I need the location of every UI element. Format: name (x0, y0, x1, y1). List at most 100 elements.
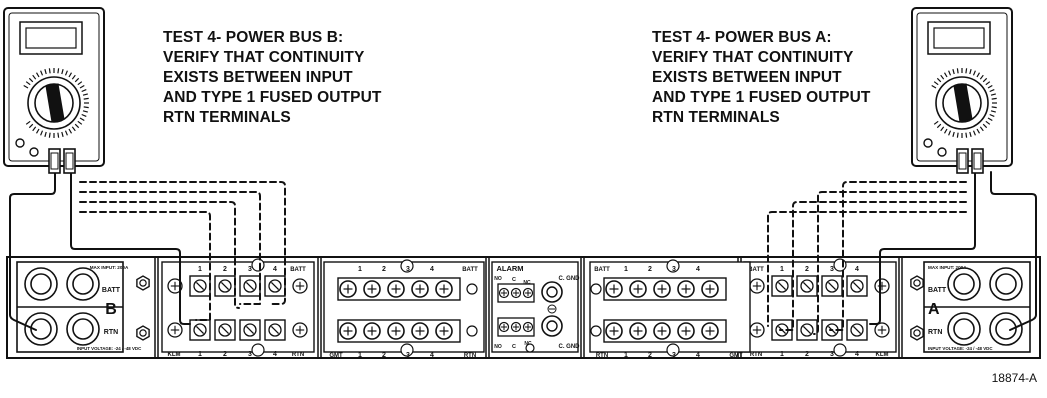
meter-display-inner (25, 27, 77, 49)
dashed-path-a (767, 211, 967, 327)
position-label: 1 (780, 351, 784, 358)
screw-slot (220, 281, 230, 291)
screw-slot (245, 325, 255, 335)
position-label: 1 (780, 266, 784, 273)
position-label: 4 (430, 266, 434, 273)
dial-tick (989, 113, 995, 117)
screw-slot (270, 325, 280, 335)
fuse-holder-top (400, 259, 414, 273)
caption-line: RTN TERMINALS (652, 109, 780, 126)
dial-tick (948, 130, 952, 136)
dial-tick (987, 117, 993, 122)
label-bus-letter: B (105, 301, 117, 318)
dial-tick (68, 72, 73, 78)
caption-line: TEST 4- POWER BUS A: (652, 29, 832, 46)
dial-tick (976, 128, 981, 134)
dial-tick (987, 84, 993, 89)
label-rtn: RTN (596, 353, 608, 359)
position-label: 2 (648, 266, 652, 273)
fuse-holder-bottom (400, 343, 414, 357)
position-label: 1 (624, 266, 628, 273)
dial-tick (956, 68, 959, 74)
caption-line: EXISTS BETWEEN INPUT (163, 69, 353, 86)
dial-tick (64, 70, 68, 76)
dial-tick (972, 130, 976, 136)
mounting-screw (292, 278, 308, 294)
dial-tick (48, 68, 51, 74)
alarm-screw-small (525, 343, 535, 353)
input-lug-inner (995, 273, 1017, 295)
dial-tick (40, 70, 44, 76)
label-no: NO (494, 276, 502, 282)
dial-pointer (45, 83, 65, 123)
dial-tick (976, 72, 981, 78)
label-gmt: GMT (329, 353, 343, 359)
dial-tick (81, 113, 87, 117)
input-lug-inner (72, 318, 94, 340)
multimeter-bus-b (3, 7, 105, 174)
position-label: 2 (805, 351, 809, 358)
dial-tick (79, 84, 85, 89)
nut-hole (139, 279, 147, 287)
probe-plug-inner (50, 152, 59, 170)
meter-display-inner (933, 27, 985, 49)
terminal-screw (796, 319, 818, 341)
position-label: 1 (358, 352, 362, 359)
dial-tick (952, 69, 955, 75)
dial-tick (32, 74, 37, 80)
dial-tick (23, 84, 29, 89)
dial-tick (64, 130, 68, 136)
position-label: 3 (830, 351, 834, 358)
dial-tick (965, 68, 968, 74)
input-lug-inner (30, 273, 52, 295)
caption-line: VERIFY THAT CONTINUITY (163, 49, 365, 66)
screw-slot (802, 281, 812, 291)
position-label: 2 (223, 351, 227, 358)
label-no: NO (494, 344, 502, 350)
probe-plug-inner (958, 152, 967, 170)
terminal-screw (846, 319, 868, 341)
dial-tick (44, 69, 47, 75)
caption-line: VERIFY THAT CONTINUITY (652, 49, 854, 66)
position-label: 3 (406, 352, 410, 359)
dial-tick (982, 77, 988, 83)
label-rtn: RTN (104, 329, 118, 336)
caption-bus-a: TEST 4- POWER BUS A: VERIFY THAT CONTINU… (652, 28, 870, 128)
label-c-gnd: C. GND (559, 344, 581, 350)
dial-tick (936, 77, 942, 83)
test-lead-solid-a (990, 171, 1037, 331)
label-klm: KLM (168, 352, 181, 358)
dial-tick (936, 123, 942, 129)
test-lead-solid-b (9, 171, 56, 331)
screw-slot (195, 281, 205, 291)
dial-tick (71, 126, 76, 132)
input-lug-inner (953, 273, 975, 295)
dashed-path-a (813, 191, 967, 335)
input-lug-inner (72, 273, 94, 295)
terminal-screw (264, 275, 286, 297)
dial-tick (982, 123, 988, 129)
position-label: 1 (198, 266, 202, 273)
dial-pointer (953, 83, 973, 123)
multimeter-bus-a (911, 7, 1013, 174)
terminal-screw (239, 319, 261, 341)
fuse-holder-top (251, 258, 265, 272)
caption-line: RTN TERMINALS (163, 109, 291, 126)
label-batt: BATT (102, 287, 121, 294)
dial-tick (44, 131, 47, 137)
figure-number: 18874-A (991, 371, 1037, 385)
dial-tick (969, 131, 972, 137)
dial-tick (933, 81, 939, 86)
label-bus-letter: A (928, 301, 940, 318)
dial-tick (25, 81, 31, 86)
dial-tick (28, 123, 34, 129)
ground-stud-inner (546, 286, 558, 298)
dial-tick (943, 128, 948, 134)
dial-tick (74, 123, 80, 129)
position-label: 4 (273, 351, 277, 358)
terminal-screw (189, 275, 211, 297)
screw-slot (270, 281, 280, 291)
position-label: 1 (624, 352, 628, 359)
position-label: 4 (855, 266, 859, 273)
